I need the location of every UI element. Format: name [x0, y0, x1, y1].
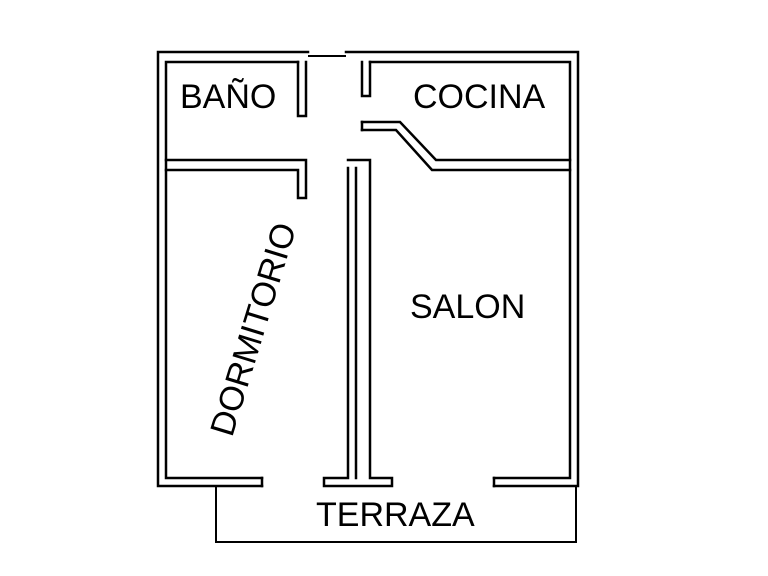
bathroom-partition: [164, 60, 308, 200]
kitchen-wall-diagonal-outer: [360, 120, 572, 162]
kitchen-wall-diagonal-inner: [360, 128, 572, 172]
bathroom-wall-upper: [296, 60, 308, 118]
outer-wall-right-inner: [368, 60, 572, 480]
kitchen-wall-upper: [360, 60, 372, 98]
kitchen-partition: [360, 60, 572, 172]
room-label-bano: BAÑO: [180, 78, 276, 116]
outer-walls: [156, 50, 580, 488]
bathroom-wall-bottom: [164, 158, 308, 200]
room-label-cocina: COCINA: [413, 78, 546, 116]
central-wall: [322, 158, 394, 488]
room-label-terraza: TERRAZA: [316, 496, 475, 534]
room-label-salon: SALON: [410, 288, 525, 326]
room-label-dormitorio: DORMITORIO: [203, 218, 304, 440]
outer-wall-left-outer: [156, 50, 310, 488]
terraza-outline: [215, 486, 577, 543]
outer-wall-left-inner: [164, 60, 300, 480]
central-wall-left: [322, 158, 394, 488]
outer-wall-right-outer: [344, 50, 580, 488]
